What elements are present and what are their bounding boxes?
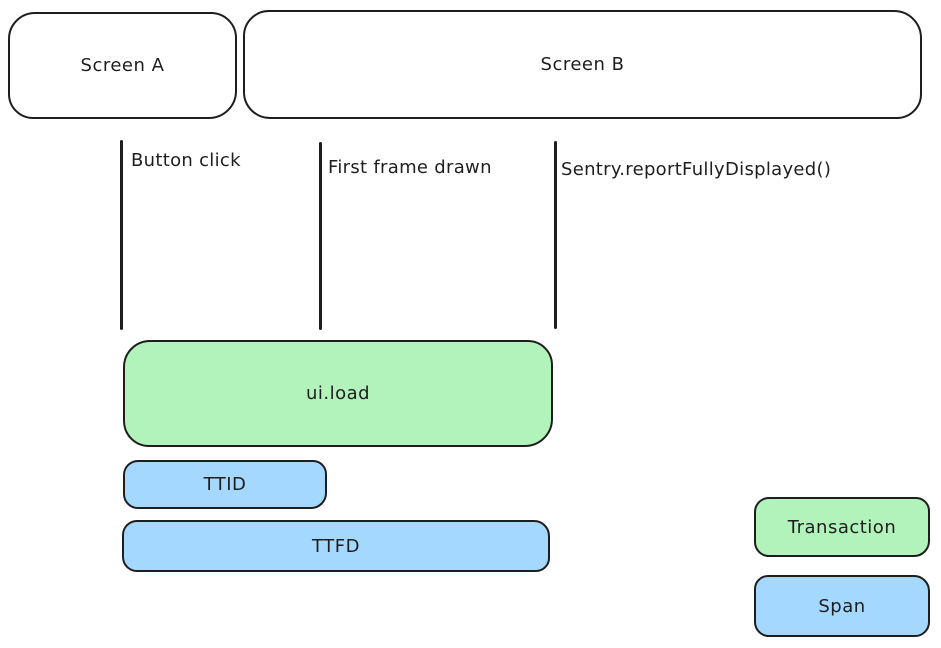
legend-transaction-box: Transaction — [754, 497, 930, 557]
report-fully-displayed-label: Sentry.reportFullyDisplayed() — [561, 159, 832, 180]
ttid-label: TTID — [203, 474, 247, 495]
legend-span-label: Span — [818, 595, 866, 617]
legend-transaction-label: Transaction — [787, 516, 897, 538]
ttfd-label: TTFD — [312, 535, 360, 557]
screen-b-box: Screen B — [243, 10, 922, 119]
legend-span-box: Span — [754, 575, 930, 637]
first-frame-drawn-label: First frame drawn — [328, 157, 492, 178]
screen-b-label: Screen B — [540, 54, 625, 75]
ttid-span-bar: TTID — [123, 460, 327, 509]
button-click-label: Button click — [131, 150, 241, 171]
report-fully-displayed-event-line — [554, 141, 557, 329]
ttfd-span-bar: TTFD — [122, 520, 550, 572]
ui-load-transaction-bar: ui.load — [123, 340, 553, 447]
button-click-event-line — [120, 140, 123, 330]
first-frame-drawn-event-line — [319, 142, 322, 330]
ui-load-label: ui.load — [305, 383, 371, 404]
screen-a-label: Screen A — [80, 55, 165, 76]
screen-a-box: Screen A — [8, 12, 237, 119]
